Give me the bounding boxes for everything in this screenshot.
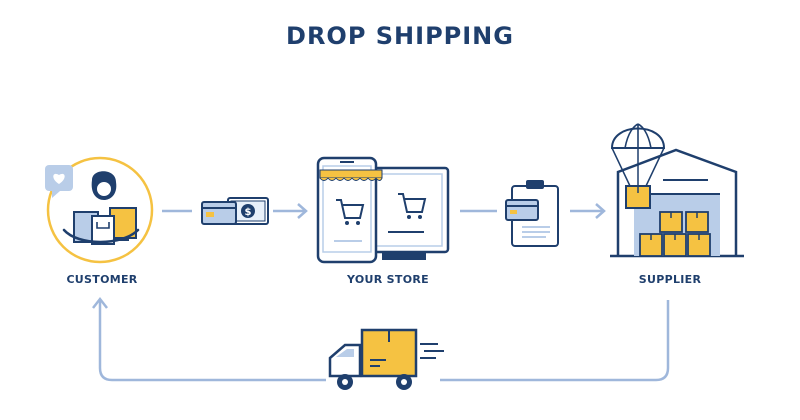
return-arrowhead — [92, 296, 108, 309]
return-path-left — [98, 300, 326, 382]
card-and-cash-icon: $ — [201, 197, 269, 225]
warehouse-parachute-icon — [610, 123, 744, 258]
customer-label: CUSTOMER — [66, 273, 138, 286]
return-path-right — [440, 300, 670, 382]
cart-icon — [336, 199, 365, 225]
diagram-title: DROP SHIPPING — [286, 22, 514, 50]
boxes-icon — [639, 211, 711, 257]
delivery-truck-icon — [328, 328, 444, 390]
heart-chat-icon — [45, 165, 73, 198]
store-devices-icon — [316, 156, 450, 264]
clipboard-card-icon — [505, 180, 559, 247]
store-label: YOUR STORE — [347, 273, 429, 286]
parachute-icon — [610, 123, 666, 209]
supplier-label: SUPPLIER — [638, 273, 702, 286]
customer-icon — [45, 156, 154, 264]
cart-icon — [398, 193, 427, 219]
svg-text:$: $ — [245, 207, 252, 218]
